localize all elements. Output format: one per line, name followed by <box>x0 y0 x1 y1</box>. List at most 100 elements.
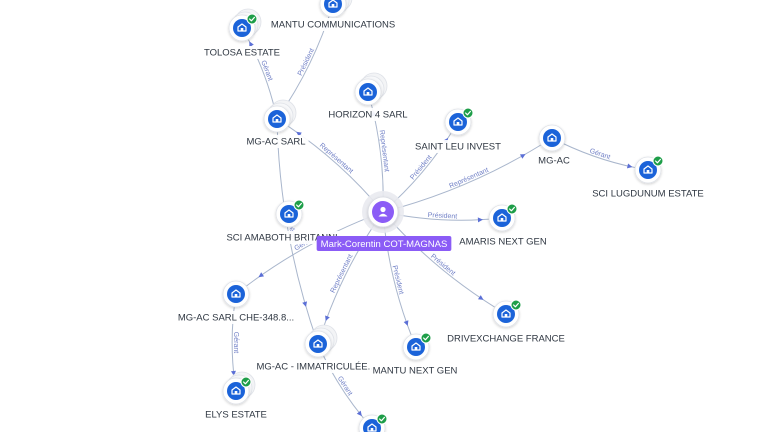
company-label-saintleu[interactable]: SAINT LEU INVEST <box>412 140 504 153</box>
company-label-text: MG-AC - IMMATRICULÉE... <box>256 362 375 373</box>
company-node-lugdunum[interactable] <box>634 155 664 184</box>
building-icon <box>359 83 377 101</box>
edge-person-mgac_sarl: Représentant <box>276 118 384 213</box>
company-label-text: SAINT LEU INVEST <box>415 142 501 153</box>
building-icon <box>309 335 327 353</box>
company-label-elys[interactable]: ELYS ESTATE <box>202 408 270 421</box>
edge-mgac_immat-bottom: Gérant <box>317 343 373 429</box>
company-node-mgac_che[interactable] <box>222 280 250 308</box>
person-name-bg <box>316 236 452 251</box>
company-node-mgac_sarl[interactable] <box>263 99 297 133</box>
check-icon <box>293 199 305 211</box>
company-label-text: MANTU NEXT GEN <box>373 366 458 377</box>
company-label-bg <box>200 46 284 59</box>
company-label-bg <box>589 187 707 200</box>
edge-arrow-icon <box>258 272 265 278</box>
company-label-tolosa[interactable]: TOLOSA ESTATE <box>200 46 284 59</box>
company-node-amaris[interactable] <box>488 203 518 232</box>
check-icon <box>246 13 258 25</box>
company-label-text: MG-AC <box>538 156 570 167</box>
edge-arrow-icon <box>230 370 236 377</box>
edge-line <box>235 211 384 295</box>
company-node-bottom[interactable] <box>358 413 388 432</box>
building-icon <box>407 338 425 356</box>
company-label-text: MANTU COMMUNICATIONS <box>271 20 395 31</box>
nodes-layer: MANTU COMMUNICATIONS TOLOSA ESTATE MG-AC S… <box>174 0 707 432</box>
edge-label: Représentant <box>448 167 489 190</box>
company-node-horizon4[interactable] <box>354 72 388 106</box>
company-node-tolosa[interactable] <box>228 8 262 42</box>
company-label-bg <box>174 311 298 324</box>
building-icon <box>233 19 251 37</box>
check-icon <box>462 107 474 119</box>
person-icon <box>372 201 394 223</box>
company-label-bg <box>243 135 309 148</box>
company-label-drivex[interactable]: DRIVEXCHANGE FRANCE <box>444 332 568 345</box>
edge-label: Président <box>409 154 433 181</box>
company-label-mantu_comm[interactable]: MANTU COMMUNICATIONS <box>267 18 399 31</box>
edge-label: Président <box>391 265 405 295</box>
building-icon <box>227 382 245 400</box>
company-label-bg <box>456 235 550 248</box>
company-label-bg <box>412 140 504 153</box>
company-node-mantu_ng[interactable] <box>402 332 432 361</box>
company-node-drivex[interactable] <box>492 299 522 328</box>
company-label-mgac_immat[interactable]: MG-AC - IMMATRICULÉE... <box>253 360 379 373</box>
person-node[interactable] <box>362 191 404 233</box>
building-icon <box>268 110 286 128</box>
building-icon <box>493 209 511 227</box>
person-name-label[interactable]: Mark-Corentin COT-MAGNAS <box>316 236 452 251</box>
edge-line <box>382 137 553 213</box>
company-node-saintleu[interactable] <box>444 107 474 136</box>
company-label-text: MG-AC SARL CHE-348.8... <box>178 313 294 324</box>
edge-label: Représentant <box>378 130 390 173</box>
company-label-bg <box>202 408 270 421</box>
building-icon <box>324 0 342 13</box>
building-icon <box>363 419 381 432</box>
edge-arrow-icon <box>249 41 254 47</box>
edge-label: Gérant <box>232 332 239 353</box>
company-node-amaboth[interactable] <box>275 199 305 228</box>
company-label-text: MG-AC SARL <box>246 137 305 148</box>
company-label-bg <box>267 18 399 31</box>
building-icon <box>639 161 657 179</box>
company-node-elys[interactable] <box>222 371 256 405</box>
building-icon <box>497 305 515 323</box>
company-label-amaris[interactable]: AMARIS NEXT GEN <box>456 235 550 248</box>
company-label-bg <box>325 108 411 121</box>
building-icon <box>543 129 561 147</box>
edge-arrow-icon <box>325 315 330 322</box>
edge-arrow-icon <box>302 301 308 307</box>
company-label-lugdunum[interactable]: SCI LUGDUNUM ESTATE <box>589 187 707 200</box>
company-label-mantu_ng[interactable]: MANTU NEXT GEN <box>369 364 461 377</box>
edge-label: Représentant <box>330 253 355 294</box>
edge-label: Président <box>297 47 316 77</box>
company-label-text: AMARIS NEXT GEN <box>459 237 547 248</box>
edge-arrow-icon <box>519 154 526 159</box>
edge-label: Gérant <box>259 60 273 83</box>
check-icon <box>240 376 252 388</box>
company-label-mgac[interactable]: MG-AC <box>535 154 573 167</box>
edge-label: Représentant <box>318 142 354 175</box>
check-icon <box>376 413 388 425</box>
building-icon <box>280 205 298 223</box>
edge-arrow-icon <box>403 320 409 326</box>
edge-label: Gérant <box>336 375 353 397</box>
edge-arrow-icon <box>356 410 362 417</box>
company-label-bg <box>253 360 379 373</box>
company-label-horizon4[interactable]: HORIZON 4 SARL <box>325 108 411 121</box>
company-node-mgac_immat[interactable] <box>304 324 338 358</box>
edge-person-mgac_che: Gérant <box>235 211 384 295</box>
building-icon <box>449 113 467 131</box>
check-icon <box>652 155 664 167</box>
edge-arrow-icon <box>626 163 633 169</box>
company-label-text: DRIVEXCHANGE FRANCE <box>447 334 565 345</box>
company-label-mgac_che[interactable]: MG-AC SARL CHE-348.8... <box>174 311 298 324</box>
person-name-text: Mark-Corentin COT-MAGNAS <box>321 239 448 250</box>
company-label-bg <box>535 154 573 167</box>
company-node-mantu_comm[interactable] <box>319 0 353 18</box>
company-node-mgac[interactable] <box>538 124 566 152</box>
edge-arrow-icon <box>477 295 484 300</box>
company-label-mgac_sarl[interactable]: MG-AC SARL <box>243 135 309 148</box>
